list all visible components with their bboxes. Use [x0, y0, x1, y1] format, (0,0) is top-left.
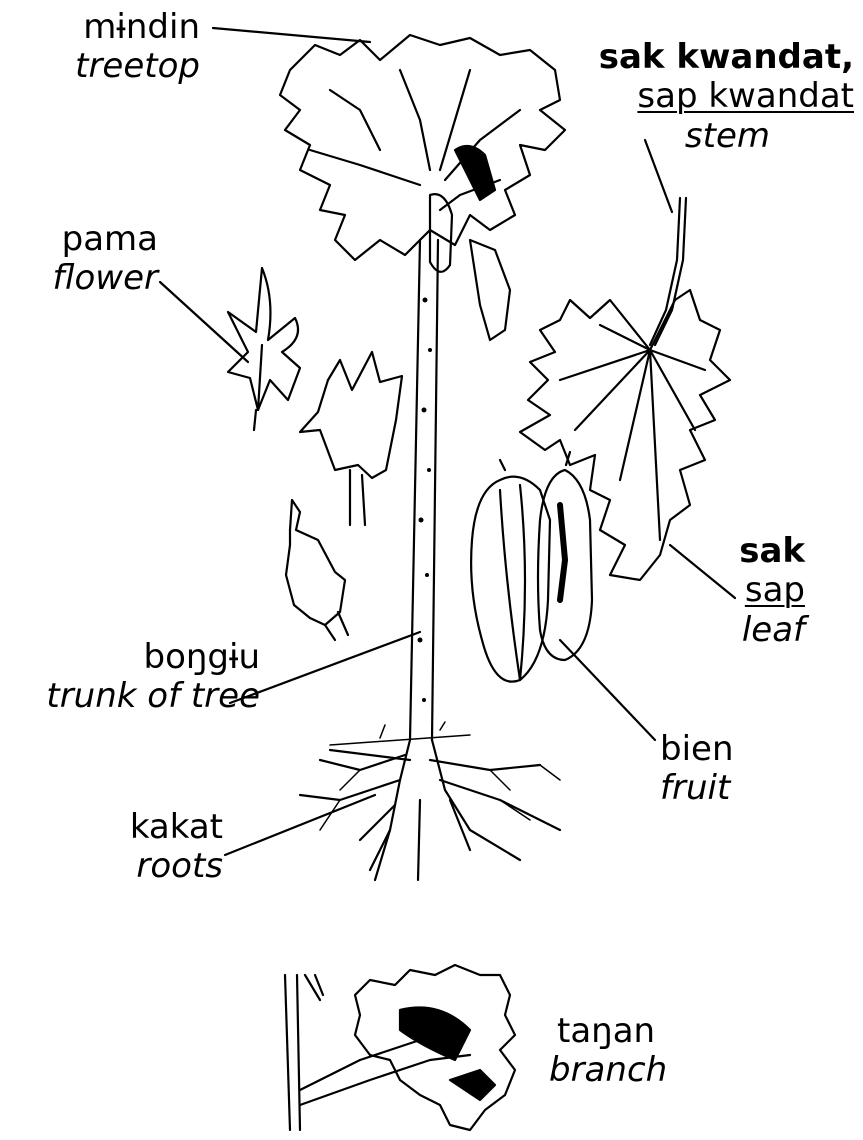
treetop-drawing: [280, 35, 565, 340]
roots-local: kakat: [130, 808, 223, 847]
leaf-english: leaf: [739, 611, 805, 650]
roots-drawing: [300, 722, 560, 880]
leaf-drawing: [520, 198, 730, 580]
fruit-local: bien: [660, 730, 734, 769]
label-branch: taŋan branch: [549, 1012, 667, 1091]
flower-local: pama: [53, 220, 158, 259]
leaf-local-alt: sap: [739, 571, 805, 610]
label-fruit: bien fruit: [660, 730, 734, 809]
fruit-drawings: [471, 452, 592, 682]
trunk-drawing: [410, 240, 438, 740]
stem-local-alt: sap kwandat: [599, 77, 854, 116]
treetop-english: treetop: [75, 47, 200, 86]
pointer-leaf: [670, 545, 735, 598]
pointer-flower: [160, 282, 248, 362]
roots-english: roots: [130, 847, 223, 886]
flower-english: flower: [53, 259, 158, 298]
branch-local: taŋan: [549, 1012, 667, 1051]
label-leaf: sak sap leaf: [739, 532, 805, 650]
leaf-local: sak: [739, 532, 805, 571]
label-flower: pama flower: [53, 220, 158, 299]
branch-english: branch: [549, 1051, 667, 1090]
trunk-english: trunk of tree: [46, 677, 260, 716]
label-stem: sak kwandat, sap kwandat stem: [599, 38, 854, 156]
flower-drawings: [228, 268, 402, 640]
label-trunk: boŋgɨu trunk of tree: [46, 638, 260, 717]
branch-drawing: [285, 965, 515, 1130]
label-roots: kakat roots: [130, 808, 223, 887]
label-treetop: mɨndin treetop: [75, 8, 200, 87]
treetop-local: mɨndin: [75, 8, 200, 47]
pointer-treetop: [213, 28, 370, 42]
fruit-english: fruit: [660, 769, 734, 808]
pointer-roots: [225, 795, 375, 855]
stem-local: sak kwandat,: [599, 38, 854, 77]
stem-english: stem: [599, 117, 770, 156]
trunk-local: boŋgɨu: [46, 638, 260, 677]
